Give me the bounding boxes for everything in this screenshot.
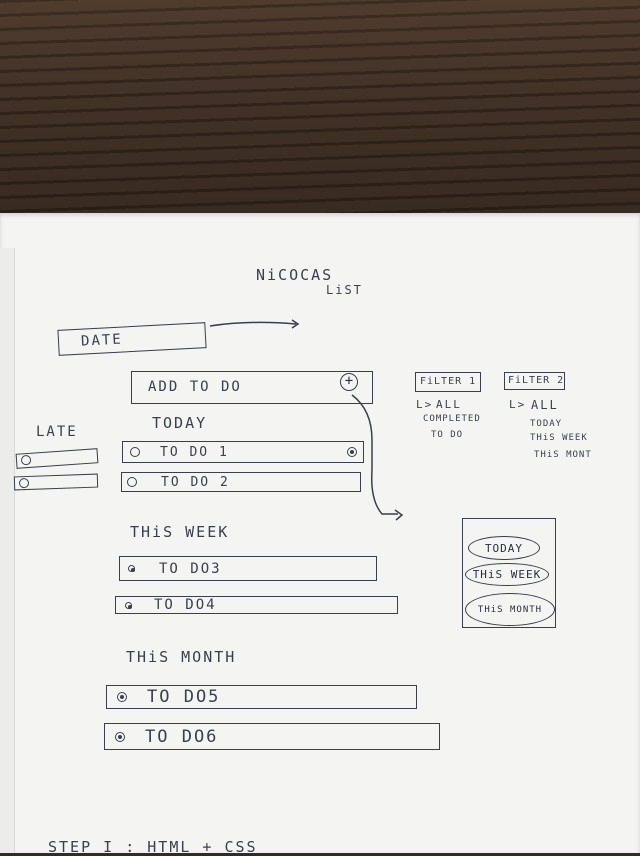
side-menu-item-today[interactable]: TODAY [468, 536, 540, 560]
add-todo-input[interactable]: ADD TO DO + [131, 371, 373, 404]
filter-2-option[interactable]: THiS WEEK [530, 433, 588, 443]
filter-2-button[interactable]: FiLTER 2 [504, 372, 565, 390]
checkbox-circle-icon[interactable] [127, 477, 137, 487]
side-menu-item-this-week[interactable]: THiS WEEK [465, 563, 549, 586]
filter-1-arrow: L> [416, 398, 434, 411]
date-label: DATE [80, 331, 124, 350]
section-title-today: TODAY [152, 414, 208, 432]
todo-label: TO DO5 [147, 687, 221, 707]
checkbox-circle-icon[interactable] [130, 447, 140, 457]
todo-item[interactable]: TO DO 2 [121, 472, 361, 492]
filter-2-option[interactable]: ALL [531, 398, 559, 412]
filter-2-label: FiLTER 2 [508, 375, 565, 386]
checkbox-circle-icon[interactable] [125, 601, 132, 609]
side-menu-panel [462, 518, 556, 628]
filter-1-option[interactable]: COMPLETED [423, 414, 481, 424]
checkbox-circle-icon[interactable] [20, 454, 32, 466]
section-title-this-week: THiS WEEK [130, 523, 230, 541]
checkbox-circle-icon[interactable] [18, 477, 30, 489]
todo-label: TO DO3 [159, 560, 222, 577]
footer-step-text: STEP I : HTML + CSS [48, 838, 258, 856]
todo-item[interactable]: TO DO5 [106, 685, 417, 709]
todo-item[interactable]: TO DO3 [119, 556, 377, 581]
checkbox-circle-icon[interactable] [115, 731, 125, 742]
checkbox-circle-icon[interactable] [128, 565, 135, 572]
add-todo-placeholder: ADD TO DO [148, 379, 242, 395]
filter-1-button[interactable]: FiLTER 1 [415, 372, 481, 392]
filter-1-option[interactable]: TO DO [431, 430, 464, 440]
side-menu-item-this-month[interactable]: THiS MONTH [465, 593, 555, 626]
todo-label: TO DO 1 [160, 444, 229, 460]
todo-item[interactable]: TO DO6 [104, 723, 440, 750]
delete-circle-icon[interactable] [347, 447, 357, 457]
app-title-line2: LiST [326, 283, 363, 297]
todo-label: TO DO6 [145, 726, 219, 747]
todo-item[interactable]: TO DO4 [115, 596, 398, 614]
filter-2-option[interactable]: TODAY [530, 419, 563, 429]
section-title-this-month: THiS MONTH [126, 648, 237, 666]
filter-1-option[interactable]: ALL [436, 398, 462, 411]
app-title: NiCOCAS [256, 266, 334, 284]
filter-1-label: FiLTER 1 [420, 376, 477, 387]
paper-edge [0, 248, 15, 853]
todo-item[interactable]: TO DO 1 [122, 441, 364, 463]
filter-2-arrow: L> [509, 398, 527, 411]
late-todo-item[interactable] [13, 473, 99, 491]
sketch-paper [0, 213, 640, 853]
todo-label: TO DO4 [154, 597, 217, 613]
todo-label: TO DO 2 [161, 474, 230, 490]
filter-2-option[interactable]: THiS MONT [534, 450, 592, 460]
late-title: LATE [36, 424, 78, 440]
checkbox-circle-icon[interactable] [117, 692, 127, 702]
plus-circle-icon[interactable]: + [340, 373, 358, 391]
